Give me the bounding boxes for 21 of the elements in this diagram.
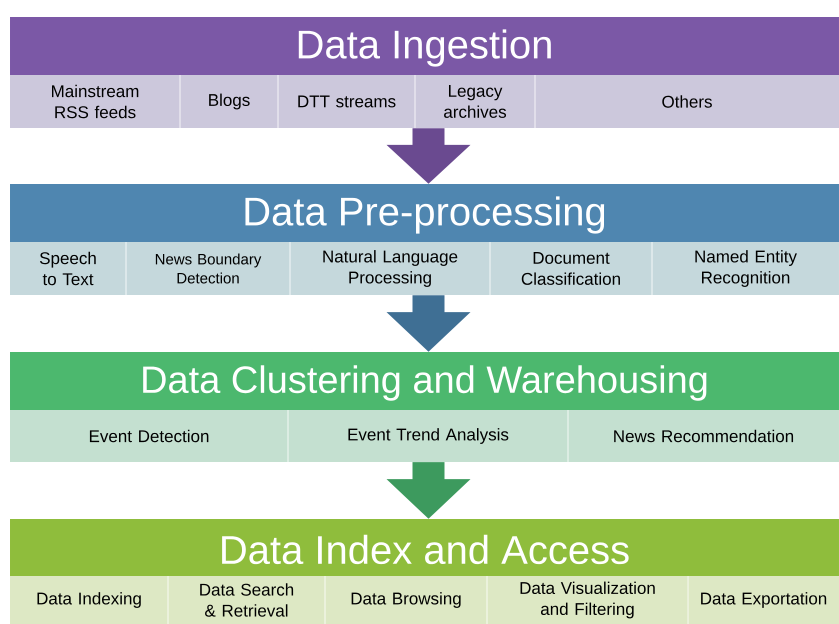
category-cell: Document Classification — [522, 252, 620, 285]
category-cell: Data Search & Retrieval — [200, 583, 294, 617]
category-cell: DTT streams — [298, 96, 396, 108]
category-cell: Others — [662, 95, 712, 108]
category-cell: Natural Language Processing — [323, 250, 458, 287]
category-cell: Blogs — [209, 94, 250, 110]
block-arrow — [386, 128, 470, 184]
category-cell: Data Visualization and Filtering — [520, 582, 655, 618]
category-cell: Speech to Text — [40, 252, 96, 286]
block-arrow — [386, 295, 470, 352]
category-cell: Mainstream RSS feeds — [52, 84, 138, 118]
category-cell: Named Entity Recognition — [695, 250, 797, 287]
category-cell: News Recommendation — [614, 430, 794, 442]
category-cell: Event Detection — [90, 430, 208, 442]
category-cell: Data Browsing — [352, 592, 461, 608]
block-arrow — [386, 462, 470, 519]
category-cell: Data Exportation — [701, 592, 826, 608]
category-cell: Legacy archives — [444, 85, 506, 118]
category-cell: Event Trend Analysis — [348, 428, 508, 444]
category-cell: News Boundary Detection — [156, 253, 262, 284]
category-cell: Data Indexing — [37, 592, 141, 608]
